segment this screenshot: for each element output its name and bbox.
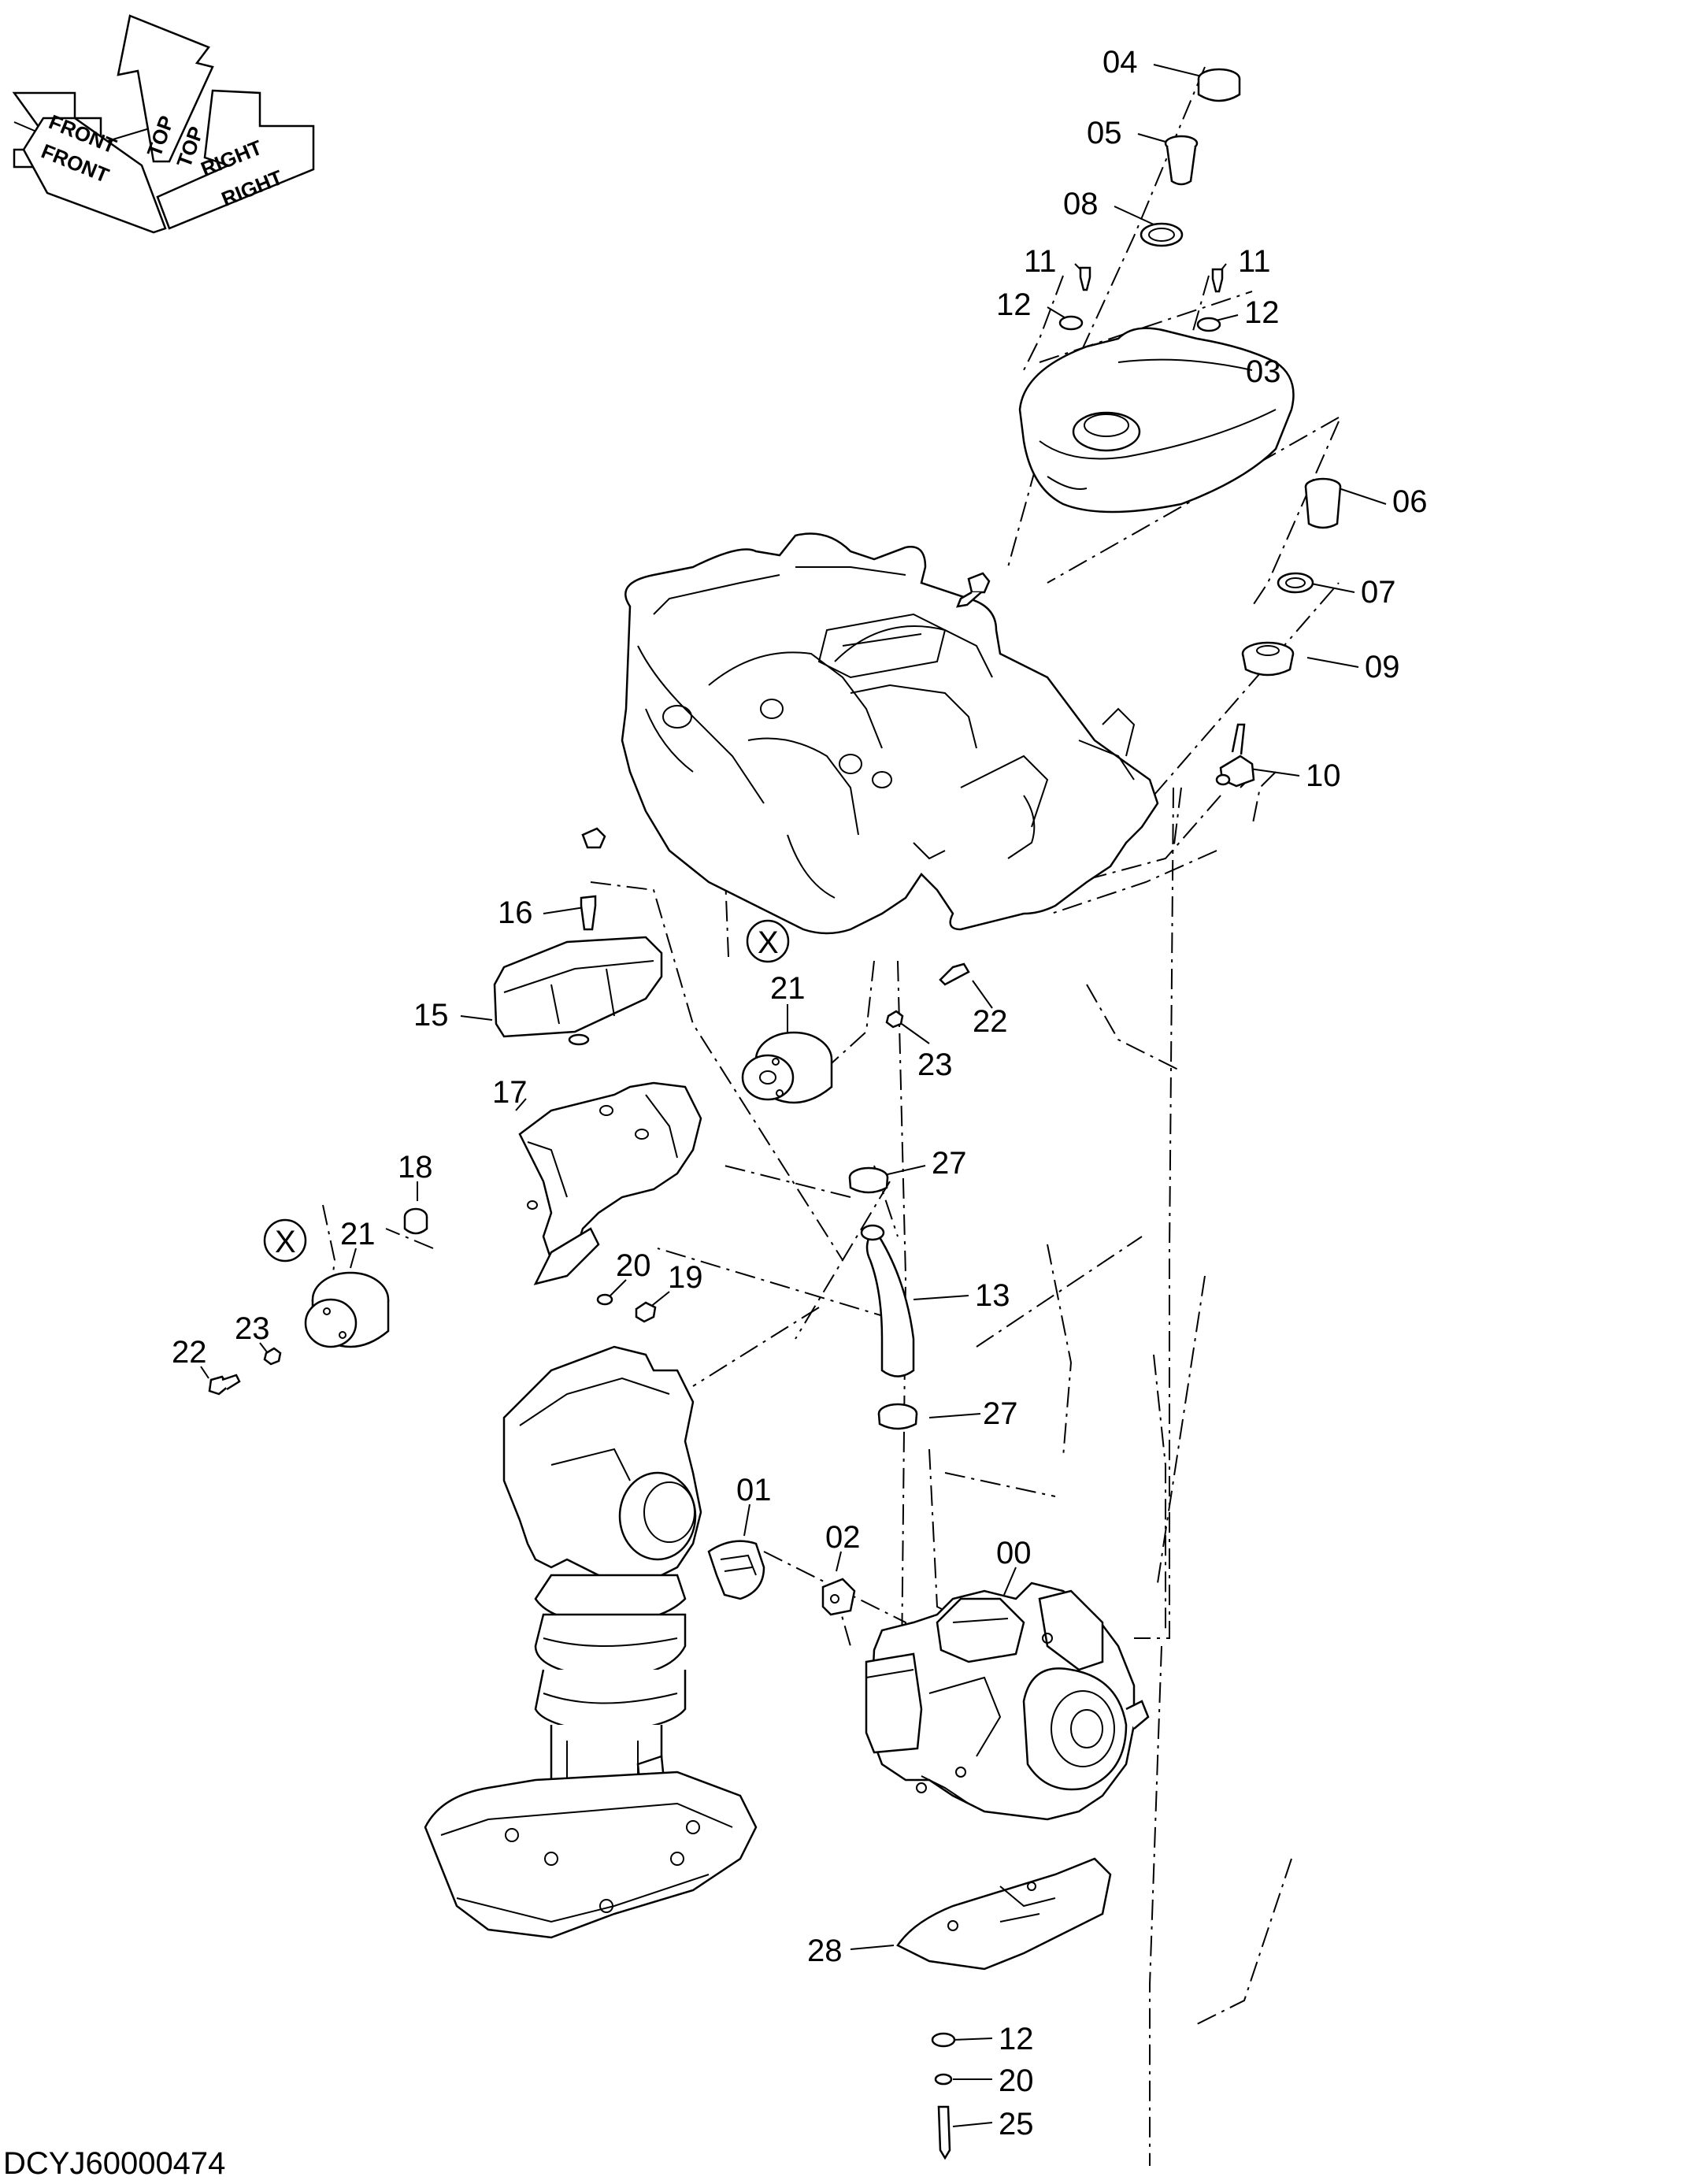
orientation-symbol: FRONT FRONT TOP TOP RIGHT RIGHT: [12, 14, 315, 234]
mounting-bracket[interactable]: [821, 1578, 856, 1616]
callout-07: 07: [1361, 575, 1396, 610]
callout-23-lower: 23: [235, 1311, 270, 1346]
callout-17: 17: [492, 1075, 528, 1110]
tank-bolt-left[interactable]: [1079, 266, 1091, 291]
callout-16: 16: [498, 895, 533, 930]
tank-washer-right[interactable]: [1196, 317, 1221, 332]
drawing-code: DCYJ60000474: [3, 2146, 225, 2181]
marker-label-upper: X: [758, 925, 779, 960]
rubber-mount[interactable]: [403, 1207, 428, 1235]
callout-03: 03: [1246, 354, 1281, 389]
callout-01: 01: [736, 1473, 772, 1507]
callout-20-bottom: 20: [999, 2063, 1034, 2098]
plate-bolt[interactable]: [937, 2105, 951, 2160]
callout-10: 10: [1306, 758, 1341, 793]
counterweight-upper[interactable]: [741, 1031, 833, 1104]
tank-bolt-right[interactable]: [1211, 268, 1224, 293]
plate-lock-washer[interactable]: [934, 2073, 953, 2086]
callout-13: 13: [975, 1278, 1010, 1313]
callout-22-lower: 22: [172, 1335, 207, 1370]
callout-00: 00: [996, 1536, 1032, 1570]
fuel-hose[interactable]: [860, 1224, 915, 1378]
callout-18: 18: [398, 1150, 433, 1185]
callout-27-lower: 27: [983, 1396, 1018, 1431]
callout-19: 19: [668, 1260, 703, 1295]
fuel-cock[interactable]: [1215, 723, 1255, 788]
filler-cap[interactable]: [1197, 68, 1241, 102]
callout-25: 25: [999, 2107, 1034, 2141]
hose-clamp-lower[interactable]: [877, 1403, 918, 1430]
frame-bolt-top[interactable]: [956, 572, 991, 608]
callout-21-lower: 21: [340, 1217, 376, 1251]
fuel-cock-group: [1215, 477, 1342, 788]
tank-grommet[interactable]: [1241, 641, 1295, 677]
callout-08: 08: [1063, 187, 1099, 221]
fuel-tank-group: [1018, 68, 1295, 514]
callout-11-left: 11: [1024, 244, 1057, 279]
strainer-screen[interactable]: [1164, 135, 1199, 186]
air-cleaner-bracket[interactable]: [518, 1081, 702, 1285]
callout-05: 05: [1087, 116, 1122, 150]
fuel-filter[interactable]: [1304, 477, 1342, 529]
callout-28: 28: [807, 1934, 843, 1968]
hose-clamp-upper[interactable]: [848, 1166, 889, 1194]
clutch-shoe[interactable]: [707, 1540, 765, 1600]
marker-label-lower: X: [275, 1225, 296, 1259]
reference-marker-lower: X: [263, 1218, 307, 1263]
weight-washer-lower[interactable]: [263, 1347, 282, 1366]
weight-washer-upper[interactable]: [885, 1010, 904, 1029]
callout-15: 15: [413, 998, 449, 1033]
cover-screw[interactable]: [580, 895, 597, 931]
callout-04: 04: [1102, 45, 1138, 80]
callout-06: 06: [1392, 484, 1428, 519]
rammer-body[interactable]: [424, 1345, 758, 1939]
weight-bolt-lower[interactable]: [208, 1374, 241, 1396]
handle-frame[interactable]: [621, 532, 1159, 935]
bracket-washer[interactable]: [596, 1293, 613, 1306]
callout-02: 02: [825, 1520, 861, 1555]
engine[interactable]: [865, 1581, 1150, 1821]
callout-labels: 04 05 08 11 11 12 12 03 06 07 09 10 16 1…: [172, 45, 1428, 2141]
counterweight-lower[interactable]: [304, 1271, 390, 1348]
fuel-tank[interactable]: [1018, 327, 1295, 514]
frame-bolt-left[interactable]: [581, 827, 606, 849]
callout-12-bottom: 12: [999, 2022, 1034, 2056]
callout-23-upper: 23: [917, 1048, 953, 1082]
air-cleaner-cover[interactable]: [493, 936, 663, 1046]
callout-20-upper: 20: [616, 1248, 651, 1283]
plate-washer[interactable]: [931, 2032, 956, 2048]
foot-plate[interactable]: [896, 1857, 1112, 1971]
callout-27-upper: 27: [932, 1146, 967, 1181]
filter-gasket[interactable]: [1277, 572, 1314, 594]
callout-22-upper: 22: [973, 1004, 1008, 1039]
weight-bolt-upper[interactable]: [939, 962, 970, 986]
callout-12-left: 12: [996, 287, 1032, 322]
bracket-nut[interactable]: [635, 1301, 657, 1323]
callout-09: 09: [1365, 650, 1400, 684]
callout-21-upper: 21: [770, 971, 806, 1006]
tank-washer-left[interactable]: [1058, 315, 1084, 331]
callout-12-right: 12: [1244, 295, 1280, 330]
reference-marker-upper: X: [746, 919, 790, 963]
callout-11-right: 11: [1238, 244, 1271, 279]
cap-gasket[interactable]: [1140, 222, 1184, 247]
